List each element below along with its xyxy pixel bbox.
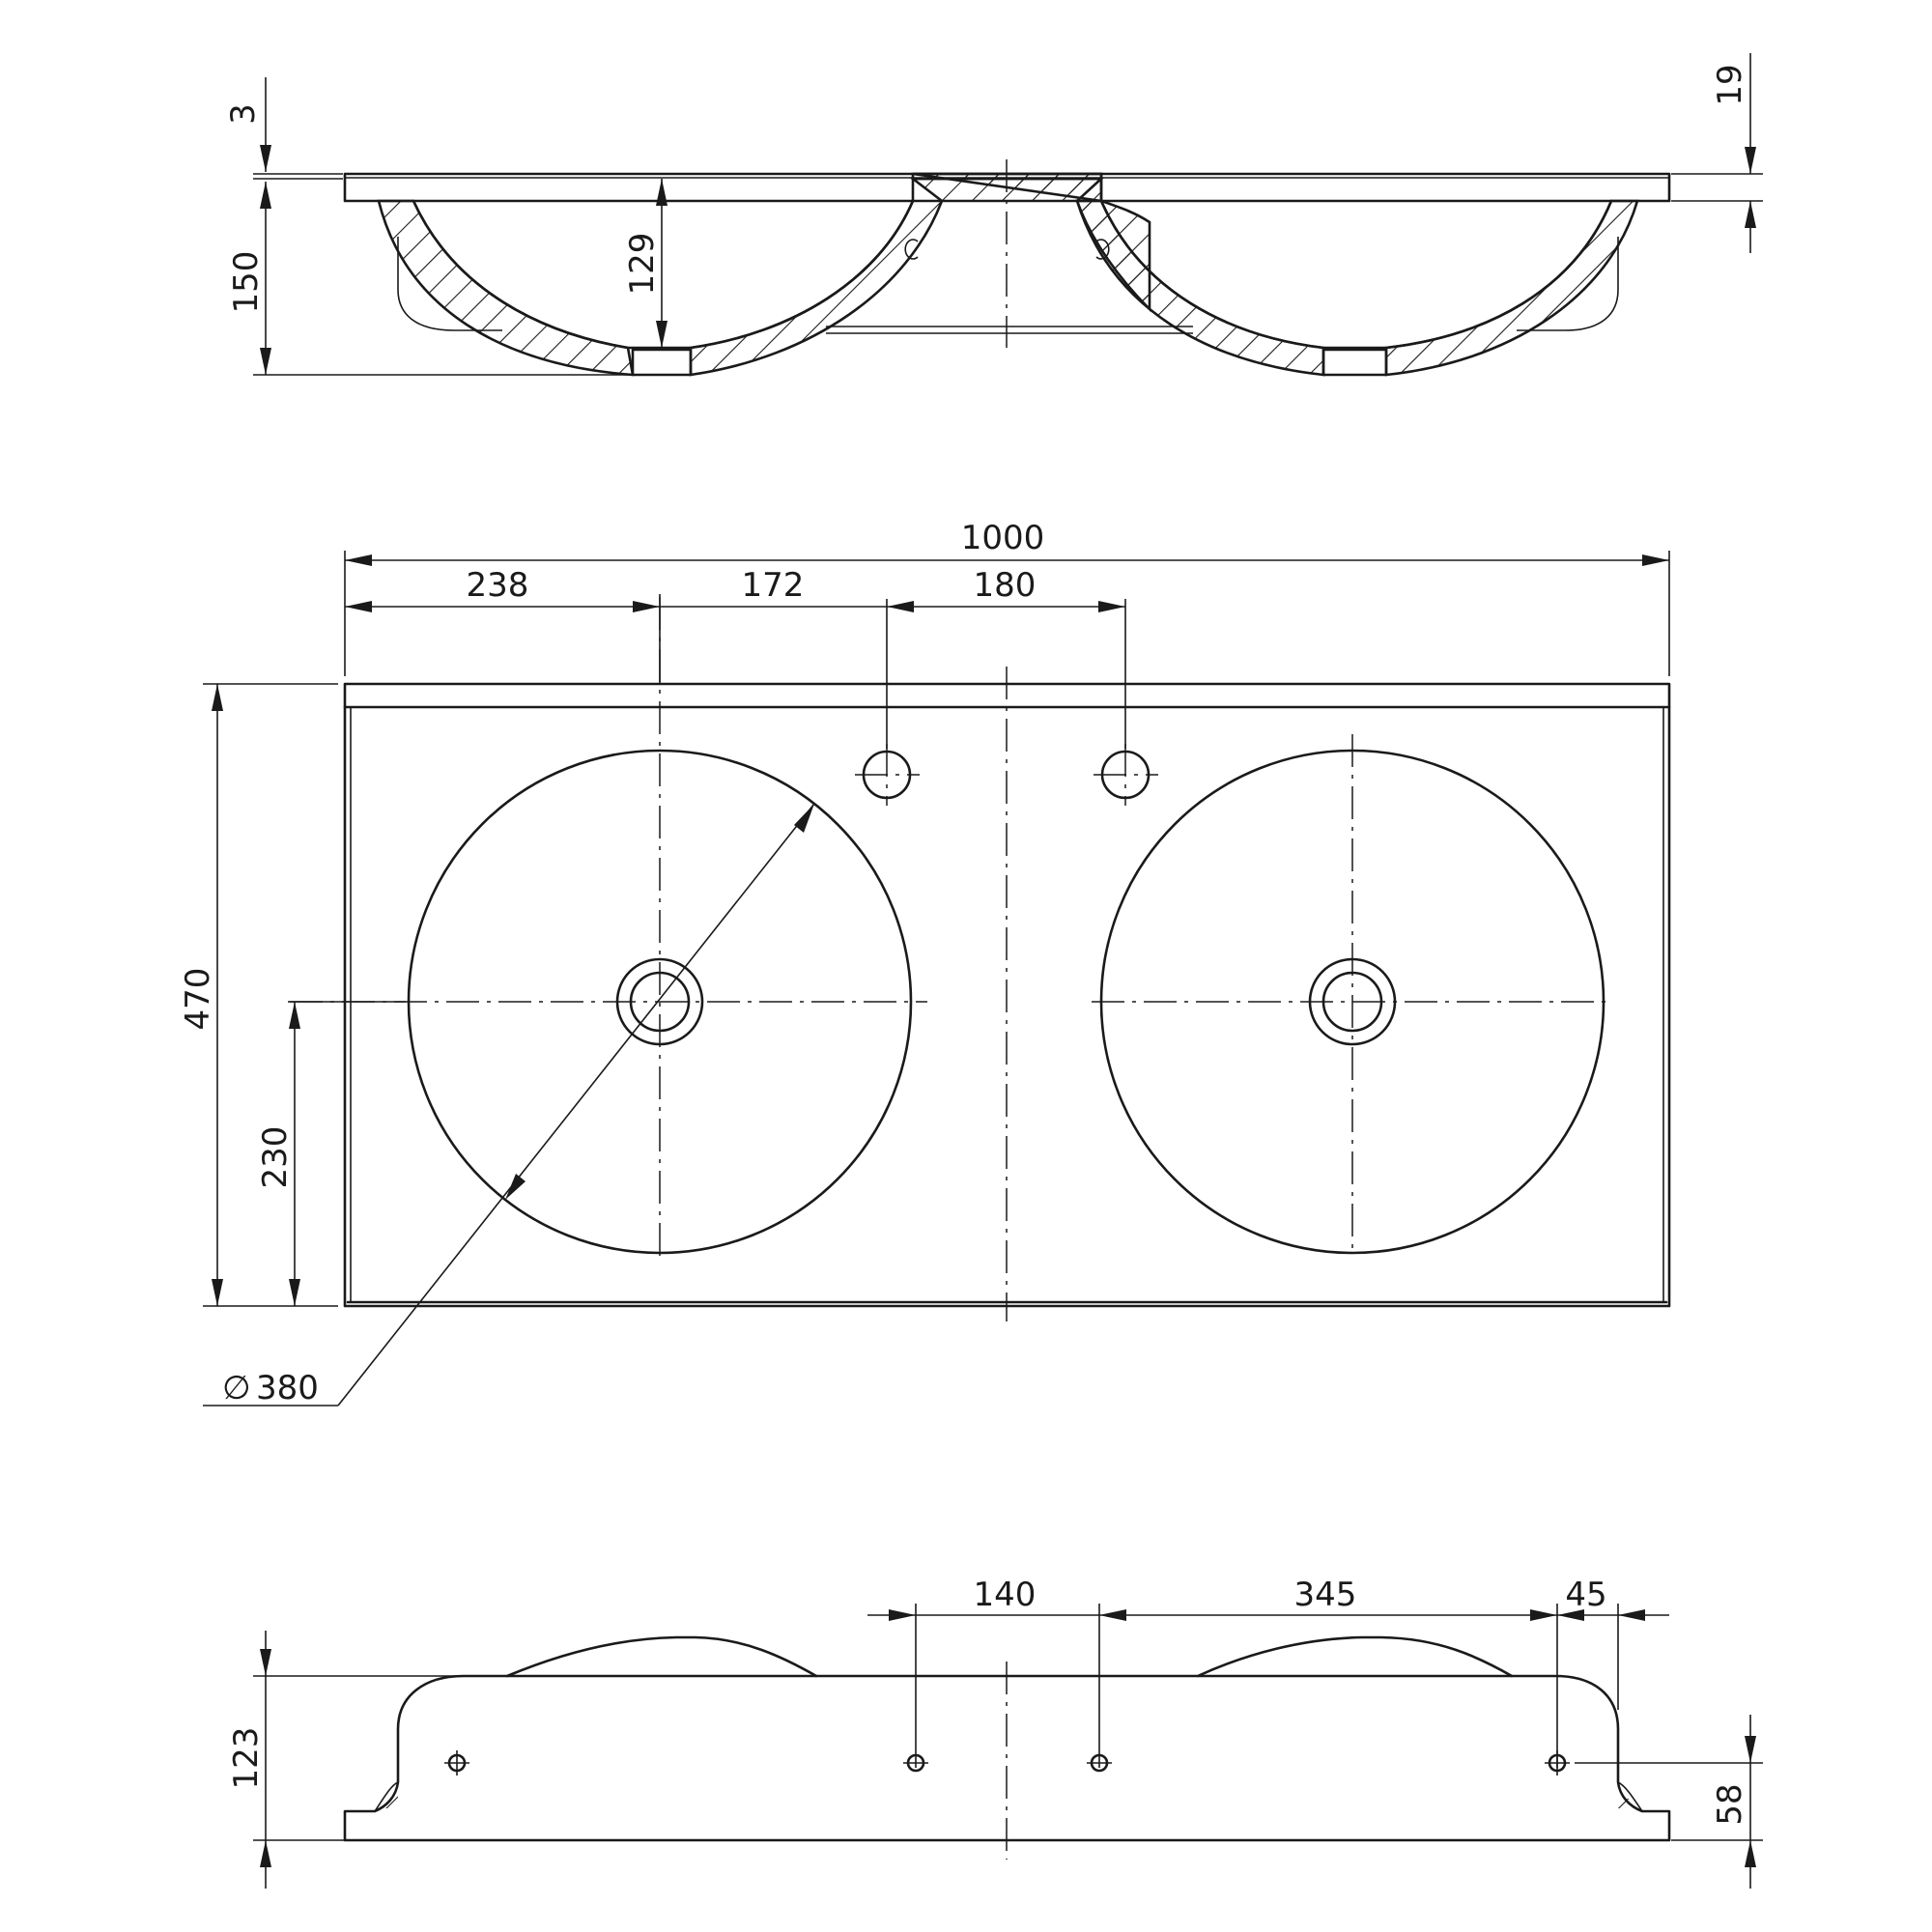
dim-left-to-bowl: 238 — [467, 566, 529, 605]
dim-depth: 470 — [179, 968, 217, 1031]
dim-bowl-diameter: 380 — [256, 1369, 319, 1407]
dim-hole-height: 58 — [1711, 1783, 1749, 1825]
dim-bowl-depth: 129 — [623, 233, 662, 296]
dim-hole-from-edge: 45 — [1565, 1576, 1606, 1614]
rear-left-bowl-dome — [505, 1635, 818, 1678]
section-right-drain — [1321, 348, 1388, 377]
section-left-bowl-wall — [377, 199, 635, 377]
dim-hole-spacing-right: 345 — [1294, 1576, 1357, 1614]
dim-lip: 3 — [224, 103, 263, 125]
dim-height: 123 — [227, 1727, 266, 1790]
dim-hole-spacing-center: 140 — [974, 1576, 1037, 1614]
dim-bowl-to-tap: 172 — [742, 566, 805, 605]
section-view: 3 150 129 19 — [224, 53, 1763, 377]
section-left-bowl-wall-2 — [689, 199, 944, 377]
plan-view: ∅ 380 1000 238 172 180 470 230 — [179, 519, 1671, 1407]
dim-top-thickness: 19 — [1711, 64, 1749, 105]
rear-view: 140 345 45 123 58 — [227, 1576, 1763, 1889]
dim-tap-spacing: 180 — [974, 566, 1037, 605]
section-left-drain — [631, 348, 693, 377]
dim-bowl-center-from-front: 230 — [256, 1126, 295, 1189]
dim-diameter-symbol: ∅ — [222, 1369, 251, 1407]
rear-right-bowl-dome — [1196, 1635, 1514, 1678]
dim-total-width: 1000 — [961, 519, 1045, 557]
dim-depth-total: 150 — [227, 251, 266, 314]
